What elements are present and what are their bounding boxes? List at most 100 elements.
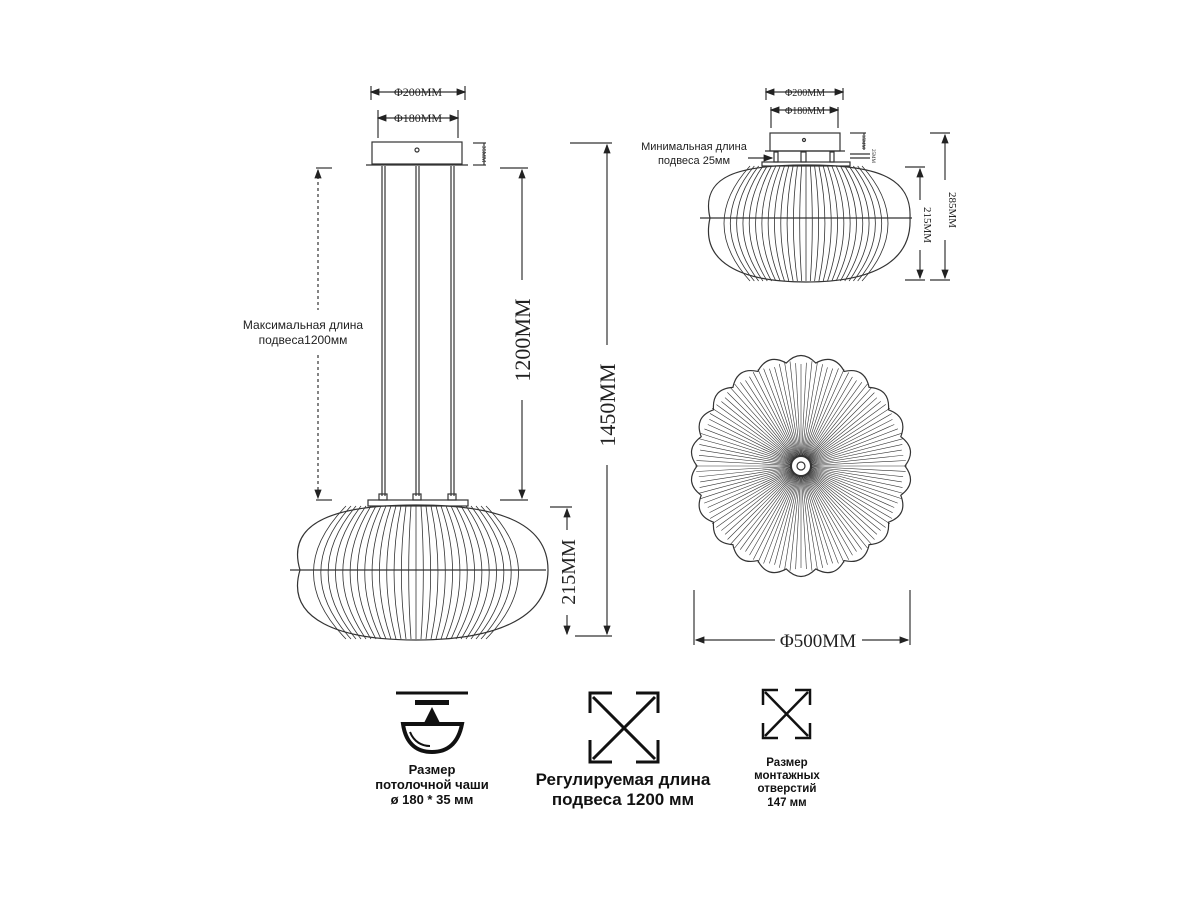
legend-line: Размер bbox=[408, 762, 456, 777]
top-view-ray bbox=[800, 465, 903, 488]
top-view-ray bbox=[800, 465, 868, 549]
top-view-ray bbox=[696, 460, 802, 467]
shade-rib bbox=[327, 505, 357, 640]
shade-rib bbox=[853, 165, 876, 282]
shade-rib bbox=[755, 165, 772, 282]
top-view-ray bbox=[800, 387, 872, 467]
top-view-ray bbox=[800, 361, 813, 467]
top-view-ray bbox=[769, 368, 802, 467]
shade-rib bbox=[470, 505, 497, 640]
ceiling-view bbox=[700, 88, 950, 283]
ceiling-dim-outer: Φ200MM bbox=[785, 88, 825, 99]
legend-line: Размер bbox=[766, 757, 808, 769]
top-view-ray bbox=[800, 408, 891, 467]
shade-rib bbox=[786, 165, 794, 282]
shade-rib bbox=[742, 165, 764, 282]
top-view-ray bbox=[800, 465, 878, 535]
shade-rib bbox=[723, 165, 751, 282]
shade-rib bbox=[835, 165, 851, 282]
top-view-ray bbox=[707, 424, 802, 467]
legend-line: потолочной чаши bbox=[375, 776, 489, 792]
top-view-ray bbox=[800, 465, 813, 571]
top-view-ray bbox=[800, 465, 862, 550]
shade-rib bbox=[799, 165, 803, 282]
top-view-ray bbox=[800, 465, 902, 483]
shade-rib bbox=[729, 165, 755, 282]
top-view-ray bbox=[779, 465, 802, 568]
shade-rib bbox=[378, 505, 392, 640]
top-view-ray bbox=[800, 465, 893, 519]
top-view-ray bbox=[707, 465, 802, 508]
min-length-note-line1: Минимальная длина bbox=[641, 141, 747, 153]
shade-rib bbox=[425, 505, 432, 640]
top-view-ray bbox=[753, 465, 802, 560]
top-view-ray bbox=[757, 465, 802, 563]
top-view-ray bbox=[716, 404, 802, 467]
top-view-ray bbox=[800, 424, 895, 467]
top-view-ray bbox=[800, 368, 839, 467]
top-view-ray bbox=[800, 465, 839, 564]
top-view-ray bbox=[800, 368, 833, 467]
top-view-ray bbox=[800, 465, 906, 472]
max-length-note-line2: подвеса1200мм bbox=[258, 333, 348, 347]
top-view-ray bbox=[734, 383, 802, 467]
legend-line: 147 мм bbox=[767, 796, 807, 809]
top-view-ray bbox=[721, 465, 802, 531]
legend-line: монтажных bbox=[754, 770, 820, 783]
shade-rib bbox=[393, 505, 402, 640]
top-view-ray bbox=[795, 363, 802, 467]
top-view-ray bbox=[800, 449, 902, 467]
pendant-dim-suspension: 1200MM bbox=[510, 298, 535, 381]
shade-rib bbox=[465, 505, 490, 640]
top-view-ray bbox=[696, 465, 802, 472]
top-view-ray bbox=[800, 465, 823, 569]
shade-rib bbox=[408, 505, 412, 640]
top-view-ray bbox=[749, 465, 802, 556]
top-view-ray bbox=[800, 465, 895, 508]
top-view-ray bbox=[724, 397, 802, 467]
top-view-ray bbox=[800, 419, 893, 467]
shade-rib bbox=[827, 165, 838, 282]
pendant-view bbox=[290, 86, 612, 641]
top-view-ray bbox=[800, 465, 904, 494]
top-view-ray bbox=[698, 454, 802, 467]
top-view-ray bbox=[699, 444, 802, 467]
top-view-ray bbox=[763, 465, 802, 564]
shade-rib bbox=[844, 165, 864, 282]
shade-rib bbox=[342, 505, 367, 640]
top-view-ray bbox=[700, 465, 802, 483]
legend-adjustable-length: Регулируемая длина подвеса 1200 мм bbox=[518, 770, 728, 809]
top-view-ray bbox=[711, 408, 802, 467]
top-view-ray bbox=[800, 361, 818, 467]
top-view-ray bbox=[698, 465, 802, 494]
top-view-ray bbox=[784, 361, 802, 467]
top-view-ray bbox=[774, 367, 802, 467]
top-view-ray bbox=[800, 465, 828, 565]
top-view-ray bbox=[795, 465, 802, 570]
top-view-ray bbox=[800, 465, 857, 552]
top-view-ray bbox=[800, 465, 904, 478]
top-view-ray bbox=[800, 465, 902, 499]
shade-rib bbox=[809, 165, 813, 282]
shade-rib bbox=[420, 505, 424, 640]
legend-line: отверстий bbox=[757, 783, 817, 796]
top-view-ray bbox=[727, 392, 802, 467]
top-view-ray bbox=[745, 380, 802, 467]
top-view-ray bbox=[800, 428, 899, 467]
shade-rib bbox=[400, 505, 407, 640]
top-view-ray bbox=[752, 372, 802, 467]
top-view-ray bbox=[800, 465, 845, 563]
ceiling-dim-inner: Φ180MM bbox=[785, 106, 825, 117]
shade-rib bbox=[430, 505, 439, 640]
mounting-holes-icon bbox=[761, 688, 812, 740]
shade-rib bbox=[440, 505, 454, 640]
top-view-ray bbox=[729, 387, 802, 467]
top-view-ray bbox=[800, 392, 875, 467]
shade-rib bbox=[767, 165, 781, 282]
top-view-ray bbox=[800, 465, 898, 504]
top-view-ray bbox=[800, 383, 868, 467]
ceiling-bowl-icon bbox=[396, 691, 468, 755]
top-view-ray bbox=[800, 465, 853, 556]
shade-rib bbox=[335, 505, 362, 640]
top-view-ray bbox=[700, 433, 802, 467]
